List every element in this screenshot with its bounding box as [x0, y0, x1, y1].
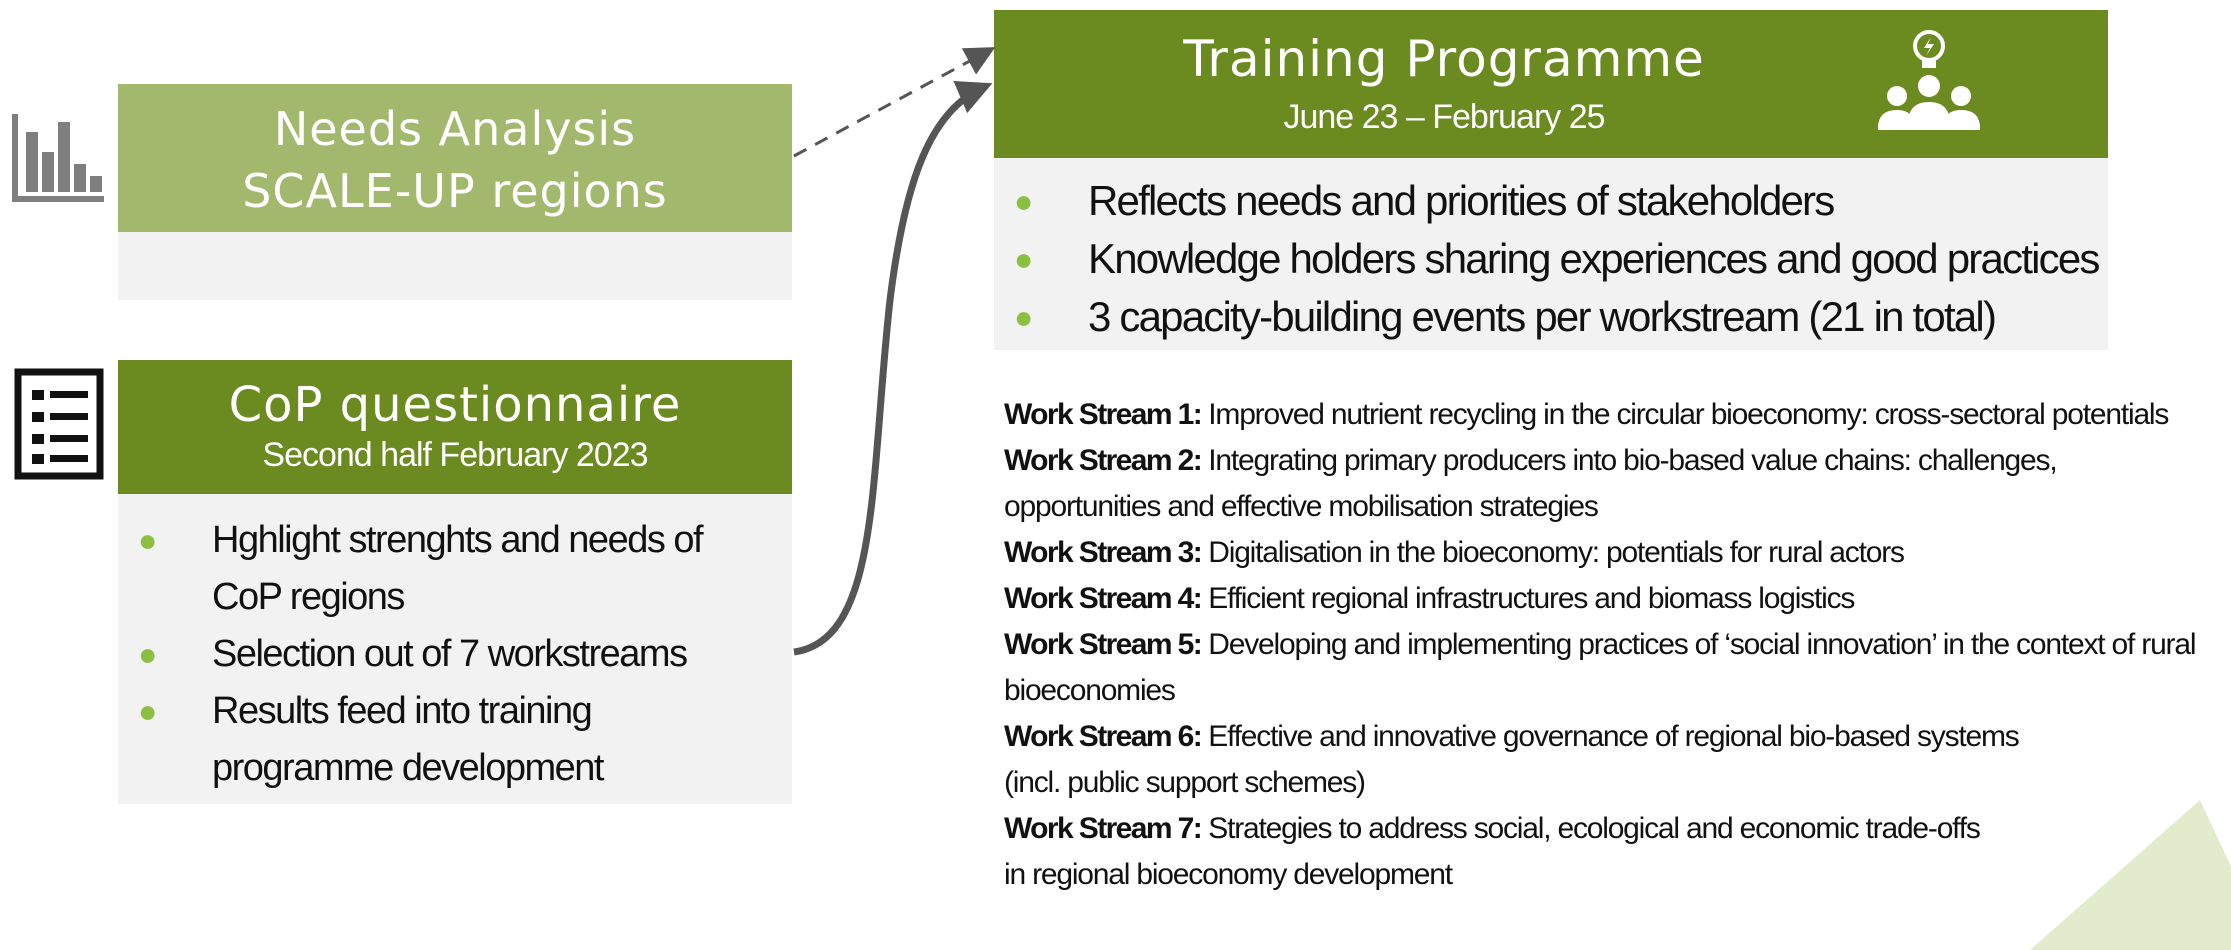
- connector-arrows: [793, 47, 996, 656]
- work-stream-item: Work Stream 6: Effective and innovative …: [1004, 720, 2020, 799]
- list-item: ●Knowledge holders sharing experiences a…: [1014, 235, 2100, 282]
- list-item: ●Results feed into training programme de…: [138, 690, 604, 789]
- needs-analysis-header: Needs Analysis SCALE-UP regions: [118, 84, 792, 232]
- cop-bullet-list: ●Hghlight strenghts and needs of CoP reg…: [118, 494, 792, 797]
- work-stream-item: Work Stream 5: Developing and implementi…: [1004, 628, 2196, 707]
- work-stream-list: Work Stream 1: Improved nutrient recycli…: [1004, 392, 2231, 898]
- training-programme-header: Training Programme June 23 – February 25: [994, 10, 2108, 158]
- work-stream-item: Work Stream 1: Improved nutrient recycli…: [1004, 398, 2169, 431]
- team-idea-icon: [1878, 30, 1980, 130]
- cop-questionnaire-subtitle: Second half February 2023: [262, 436, 648, 474]
- needs-analysis-title-line1: Needs Analysis: [273, 102, 637, 156]
- training-programme-title: Training Programme: [1183, 30, 1705, 88]
- training-programme-subtitle: June 23 – February 25: [1283, 98, 1605, 136]
- work-stream-item: Work Stream 7: Strategies to address soc…: [1004, 812, 1981, 891]
- work-stream-item: Work Stream 3: Digitalisation in the bio…: [1004, 536, 1905, 569]
- work-stream-item: Work Stream 4: Efficient regional infras…: [1004, 582, 1855, 615]
- curved-arrow: [793, 80, 993, 656]
- dashed-arrow: [793, 47, 996, 158]
- list-item: ●Hghlight strenghts and needs of CoP reg…: [138, 519, 704, 618]
- cop-questionnaire-title: CoP questionnaire: [228, 377, 682, 433]
- needs-analysis-title-line2: SCALE-UP regions: [242, 164, 668, 218]
- needs-analysis-panel: [118, 232, 792, 300]
- work-stream-item: Work Stream 2: Integrating primary produ…: [1004, 444, 2058, 523]
- decorative-triangle: [2030, 800, 2231, 950]
- bar-chart-icon: [12, 114, 104, 202]
- list-item: ●Reflects needs and priorities of stakeh…: [1014, 177, 1835, 224]
- list-icon: [14, 368, 104, 480]
- training-programme-panel: ●Reflects needs and priorities of stakeh…: [994, 158, 2108, 350]
- list-item: ●3 capacity-building events per workstre…: [1014, 293, 1997, 340]
- training-bullet-list: ●Reflects needs and priorities of stakeh…: [994, 158, 2108, 346]
- cop-questionnaire-panel: ●Hghlight strenghts and needs of CoP reg…: [118, 494, 792, 804]
- cop-questionnaire-header: CoP questionnaire Second half February 2…: [118, 360, 792, 494]
- list-item: ●Selection out of 7 workstreams: [138, 633, 688, 675]
